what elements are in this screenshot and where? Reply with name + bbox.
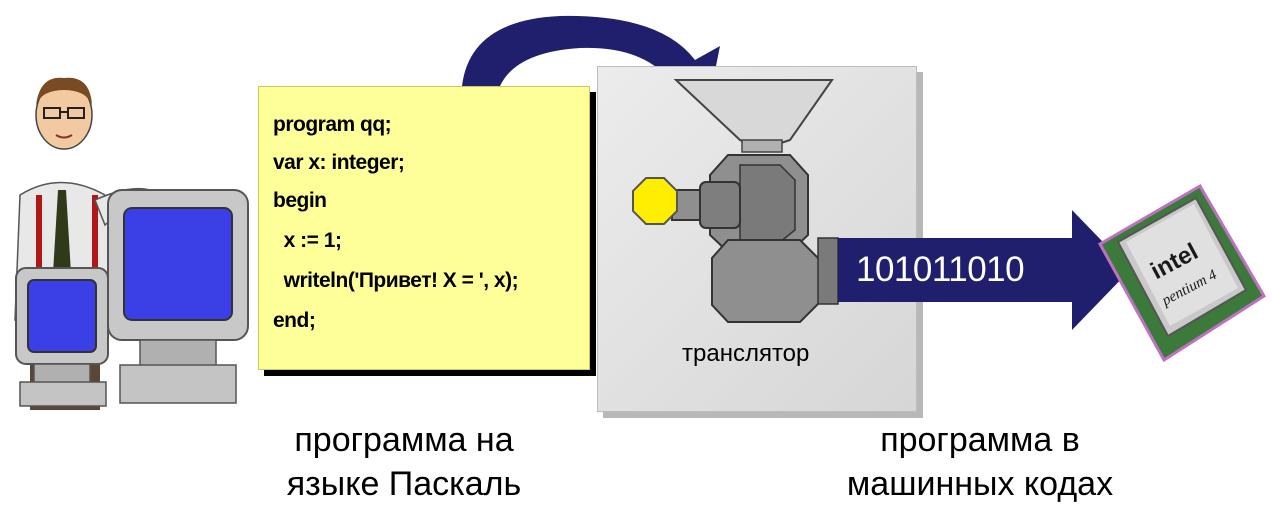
- pascal-code-card: program qq; var x: integer; begin x := 1…: [258, 86, 590, 370]
- source-program-caption: программа на языке Паскаль: [254, 418, 554, 506]
- code-line: writeln('Привет! X = ', x);: [273, 269, 519, 292]
- code-line: begin: [273, 189, 327, 212]
- code-line: program qq;: [273, 113, 392, 136]
- caption-line: программа на: [294, 421, 514, 459]
- caption-line: языке Паскаль: [286, 465, 522, 503]
- code-line: x := 1;: [273, 229, 342, 252]
- translator-label: транслятор: [682, 340, 810, 367]
- code-line: end;: [273, 309, 316, 332]
- caption-line: программа в: [880, 421, 1080, 459]
- machine-program-caption: программа в машинных кодах: [820, 418, 1140, 506]
- binary-output-text: 101011010: [856, 250, 1025, 289]
- programmer-with-computers-illustration: [14, 77, 249, 410]
- code-line: var x: integer;: [273, 151, 405, 174]
- caption-line: машинных кодах: [846, 465, 1114, 503]
